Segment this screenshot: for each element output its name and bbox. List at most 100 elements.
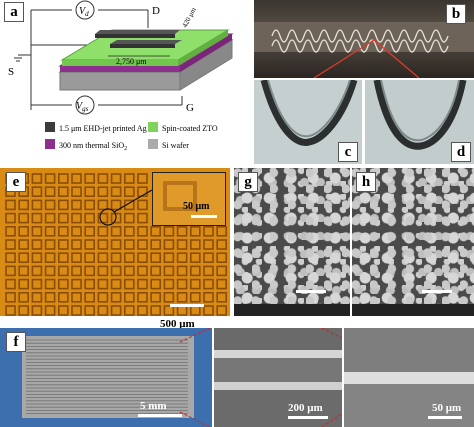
grid-cell [124,252,135,263]
grid-cell [137,212,148,224]
grid-cell [110,252,122,263]
grid-cell [18,199,30,211]
grid-cell [44,305,56,316]
grid-cell [110,239,122,250]
grid-cell [31,173,43,184]
panel-tag-g: g [238,172,258,192]
grid-cell [5,265,16,277]
grid-cell [216,239,227,250]
scale-label-e: 500 μm [160,318,195,330]
panel-e: 50 μm e [0,168,230,316]
grid-cell [137,305,148,316]
grid-cell [190,239,201,250]
grid-cell [44,225,56,237]
vgs-source-icon [75,95,95,115]
panel-b: b [254,0,474,78]
vd-label: V [79,6,87,17]
grid-cell [5,252,16,263]
grid-cell [110,199,122,211]
grid-cell [5,212,16,224]
grid-cell [5,278,16,290]
grid-cell [71,173,82,184]
panel-tag-c: c [338,142,358,162]
grid-cell [71,212,82,224]
grid-cell [176,239,188,250]
grid-cell [190,292,201,303]
grid-cell [163,305,175,316]
grid-cell [31,278,43,290]
grid-cell [84,173,95,184]
grid-cell [84,212,95,224]
grid-cell [110,186,122,198]
grid-cell [203,252,214,263]
grid-cell [57,292,69,303]
grid-cell [97,252,109,263]
grid-cell [71,239,82,250]
grid-cell [124,292,135,303]
panel-h: h [352,168,474,316]
grid-cell [124,225,135,237]
grid-cell [31,212,43,224]
grid-cell [57,265,69,277]
grid-cell [84,199,95,211]
panel-tag-h: h [356,172,376,192]
scale-bar-f1 [138,414,182,417]
grid-cell [18,239,30,250]
legend-swatch-zto [148,122,158,132]
vd-source-icon [75,0,95,20]
grid-cell [137,278,148,290]
grid-cell [150,225,161,237]
grid-cell [150,252,161,263]
grid-cell [18,292,30,303]
grid-cell [190,278,201,290]
legend-si: Si wafer [162,141,189,150]
grid-cell [44,292,56,303]
grid-cell [216,305,227,316]
grid-cell [97,278,109,290]
grid-cell [44,199,56,211]
grid-cell [57,305,69,316]
grid-cell [31,186,43,198]
grid-cell [84,278,95,290]
grid-cell [18,278,30,290]
svg-text:Vgs: Vgs [76,101,89,113]
grid-cell [31,199,43,211]
grid-cell [203,292,214,303]
grid-cell [216,292,227,303]
legend-zto: Spin-coated ZTO [162,124,218,133]
grid-cell [97,199,109,211]
grid-cell [137,173,148,184]
grid-cell [18,305,30,316]
legend-swatch-si [148,139,158,149]
grid-cell [84,292,95,303]
panel-d: d [365,80,474,164]
panel-tag-e: e [6,172,26,192]
grid-cell [163,278,175,290]
grid-cell [5,305,16,316]
grid-cell [176,278,188,290]
grid-cell [84,305,95,316]
grid-cell [71,278,82,290]
grid-cell [110,173,122,184]
grid-cell [57,199,69,211]
gate-label: G [186,102,194,114]
grid-cell [31,252,43,263]
grid-cell [176,225,188,237]
grid-cell [71,292,82,303]
legend-swatch-sio2 [45,139,55,149]
grid-cell [31,239,43,250]
grid-cell [71,186,82,198]
grid-cell [110,225,122,237]
grid-cell [124,239,135,250]
legend-swatch-ag [45,122,55,132]
grid-cell [163,225,175,237]
grid-cell [110,265,122,277]
grid-cell [71,199,82,211]
grid-cell [137,225,148,237]
grid-cell [84,252,95,263]
grid-cell [176,265,188,277]
grid-cell [18,265,30,277]
grid-cell [176,292,188,303]
grid-cell [84,239,95,250]
grid-cell [163,239,175,250]
